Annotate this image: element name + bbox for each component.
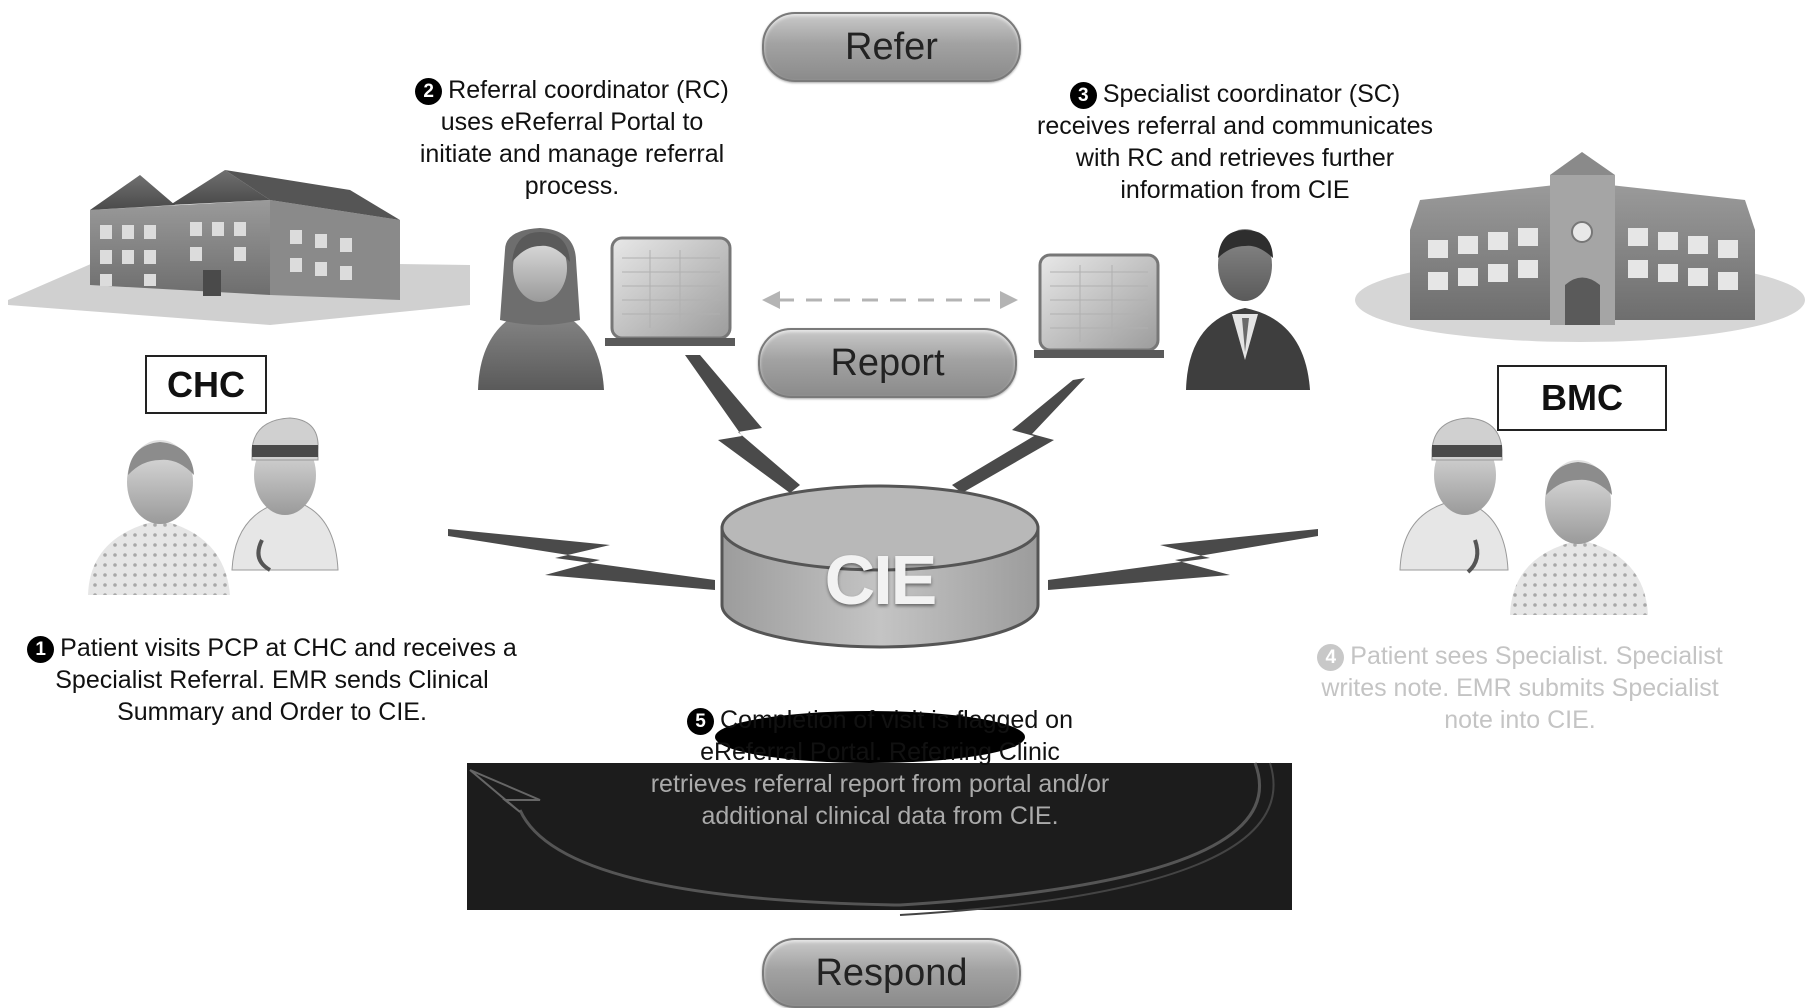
step-5-line-3: retrieves referral report from portal an… — [650, 770, 1110, 798]
bmc-patient-icon — [1510, 460, 1648, 615]
step-3-line-2: receives referral and communicates — [1037, 112, 1433, 140]
bmc-doctor-icon — [1399, 417, 1509, 574]
redaction-mark — [715, 711, 1025, 763]
step-1-line-1: Patient visits PCP at CHC and receives a — [60, 634, 517, 662]
step-2-line-1: Referral coordinator (RC) — [448, 76, 729, 104]
step-5-line-1: Completion of visit is flagged on — [720, 706, 1073, 734]
step-5-line-2: eReferral Portal. Referring Clinic — [700, 738, 1060, 766]
bolt-bmc-to-cie — [1048, 529, 1318, 590]
step-5-number-badge: 5 — [687, 708, 715, 735]
step-2-line-4: process. — [524, 172, 620, 200]
step-3-number-badge: 3 — [1069, 82, 1097, 109]
step-3-line-1: Specialist coordinator (SC) — [1102, 80, 1401, 108]
chc-doctor-icon — [231, 417, 339, 572]
step-4-line-3: note into CIE. — [1444, 706, 1596, 734]
step-4-number-badge: 4 — [1317, 644, 1345, 671]
step-2-number-badge: 2 — [415, 78, 443, 105]
step-2-line-2: uses eReferral Portal to — [440, 108, 704, 136]
step-2-line-3: initiate and manage referral — [419, 140, 725, 168]
respond-pill: Respond — [762, 938, 1021, 1008]
bmc-label: BMC — [1497, 365, 1667, 431]
report-pill: Report — [758, 328, 1017, 398]
step-3-line-3: with RC and retrieves further — [1075, 144, 1395, 172]
refer-pill: Refer — [762, 12, 1021, 82]
chc-label: CHC — [145, 355, 267, 414]
step-3-line-4: information from CIE — [1120, 176, 1350, 204]
step-4-line-2: writes note. EMR submits Specialist — [1321, 674, 1719, 702]
bolt-sc-to-cie — [952, 378, 1085, 493]
step-5-line-4: additional clinical data from CIE. — [701, 802, 1059, 830]
step-1-line-2: Specialist Referral. EMR sends Clinical — [55, 666, 489, 694]
bolt-chc-to-cie — [448, 529, 715, 590]
step-1-number-badge: 1 — [27, 636, 55, 663]
eReferral-portal-screen-right-icon — [1034, 253, 1164, 358]
bolt-rc-to-cie — [685, 355, 800, 493]
bmc-building-icon — [1355, 152, 1805, 342]
cie-database-icon — [720, 484, 1040, 649]
response-panel — [467, 762, 1292, 916]
eReferral-portal-screen-left-icon — [605, 236, 735, 346]
coordinator-communication-arrow — [762, 291, 1018, 309]
chc-building-icon — [8, 170, 470, 325]
specialist-coordinator-icon — [1186, 229, 1310, 390]
referral-coordinator-icon — [478, 228, 604, 390]
chc-patient-icon — [88, 440, 230, 595]
step-1-line-3: Summary and Order to CIE. — [117, 698, 427, 726]
cie-label: CIE — [824, 541, 938, 619]
step-4-line-1: Patient sees Specialist. Specialist — [1350, 642, 1723, 670]
